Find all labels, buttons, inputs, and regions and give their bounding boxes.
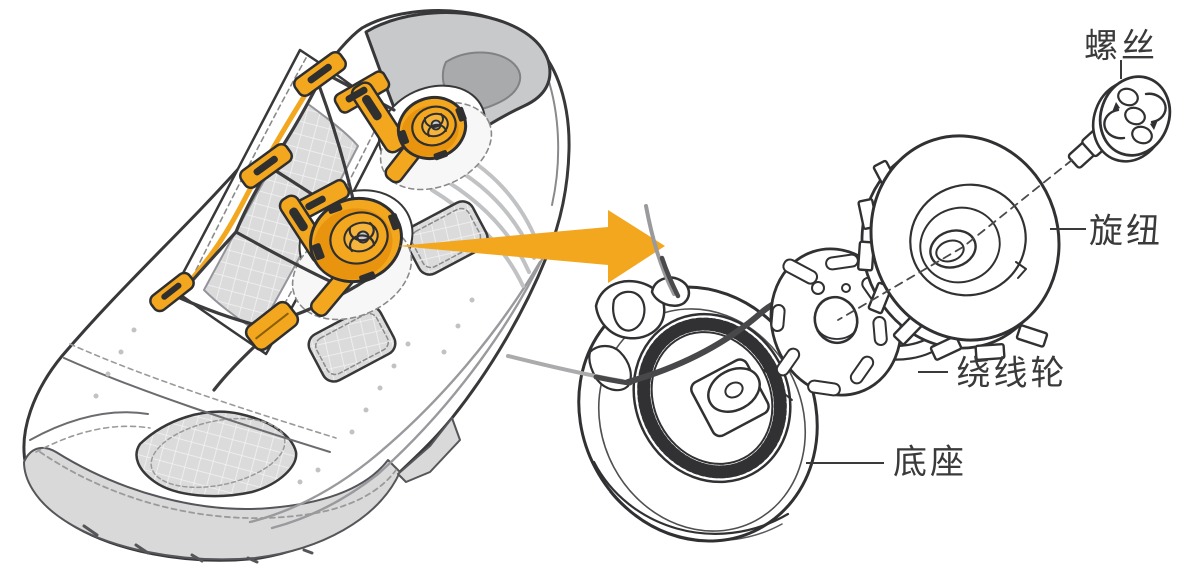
sole-tread-marks <box>82 524 314 564</box>
toe-mesh-panel <box>135 410 298 498</box>
callout-arrow-icon <box>398 210 665 283</box>
base-top-opening <box>650 276 691 308</box>
label-knob: 旋纽 <box>1089 213 1163 251</box>
base-part <box>506 204 819 543</box>
lace-guide-1 <box>292 50 348 98</box>
side-stripes <box>248 236 554 530</box>
assembly-axis-dashed <box>837 159 1073 321</box>
center-post <box>690 358 770 438</box>
base-flange-hole <box>612 290 646 332</box>
lace-guide-2 <box>238 142 294 190</box>
spool-center-hole <box>813 295 859 345</box>
side-mesh-panel-lower <box>307 305 397 383</box>
label-screw: 螺丝 <box>1084 28 1158 66</box>
exploded-assembly <box>506 75 1172 543</box>
vamp-seams <box>29 343 337 453</box>
upper-dial-bracket <box>333 70 430 184</box>
sole-heel-piece <box>397 417 461 483</box>
side-mesh-panel-upper <box>403 200 489 276</box>
sole-stitch-dashed <box>39 451 397 519</box>
lace-guide-3 <box>149 271 195 313</box>
shoe-illustration <box>22 9 571 564</box>
screw-part <box>1067 75 1172 169</box>
lace-entering-top <box>644 204 681 299</box>
label-spool: 绕线轮 <box>956 355 1068 393</box>
spool-hatching <box>763 369 793 401</box>
ratchet-teeth <box>637 317 787 479</box>
lace-guide-4 <box>244 300 300 352</box>
lace-rail <box>173 65 325 299</box>
toe-mesh-stitch <box>150 417 286 489</box>
knob-part <box>856 134 1061 362</box>
perforation-dots <box>93 297 475 485</box>
label-base: 底座 <box>893 444 967 482</box>
screw-head-glyphs <box>1103 87 1167 145</box>
lower-boa-dial <box>309 196 403 284</box>
leader-lines <box>806 60 1122 464</box>
upper-boa-dial <box>396 96 468 161</box>
